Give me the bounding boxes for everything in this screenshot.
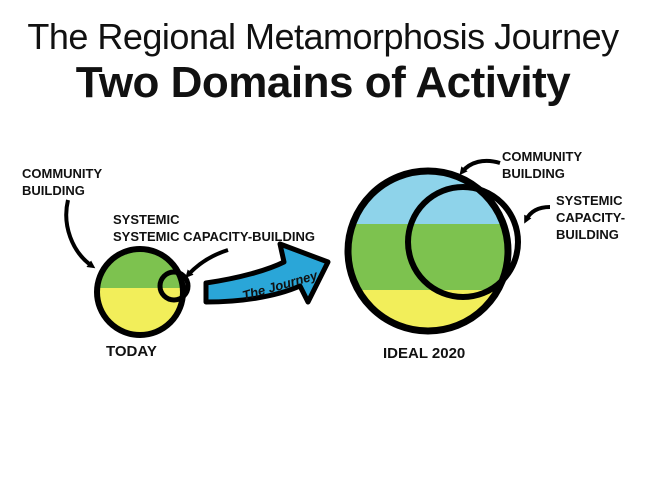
today-systemic-circle <box>157 269 191 303</box>
today-systemic-label-line1: SYSTEMIC <box>113 212 180 227</box>
ideal-community-label-2: BUILDING <box>502 166 565 181</box>
ideal-systemic-label-1: SYSTEMIC <box>556 193 623 208</box>
title-line-1: The Regional Metamorphosis Journey <box>27 16 619 57</box>
journey-arrow: The Journey <box>203 241 331 305</box>
today-community-label-1: COMMUNITY <box>22 166 102 181</box>
ideal-systemic-pointer <box>524 205 551 224</box>
title-line-2: Two Domains of Activity <box>75 58 571 107</box>
ideal-systemic-label-3: BUILDING <box>556 227 619 242</box>
ideal-community-label-1: COMMUNITY <box>502 149 582 164</box>
today-community-pointer <box>64 199 96 269</box>
ideal-systemic-circle <box>405 184 521 300</box>
today-systemic-pointer <box>185 248 229 278</box>
ideal-green-band <box>348 224 508 290</box>
ideal-systemic-label-2: CAPACITY- <box>556 210 625 225</box>
today-systemic-label: SYSTEMIC CAPACITY-BUILDING <box>113 229 315 244</box>
today-community-label-2: BUILDING <box>22 183 85 198</box>
ideal-community-pointer <box>459 158 501 176</box>
today-caption: TODAY <box>106 343 157 360</box>
ideal-caption: IDEAL 2020 <box>383 345 465 362</box>
ideal-circle <box>344 167 512 335</box>
